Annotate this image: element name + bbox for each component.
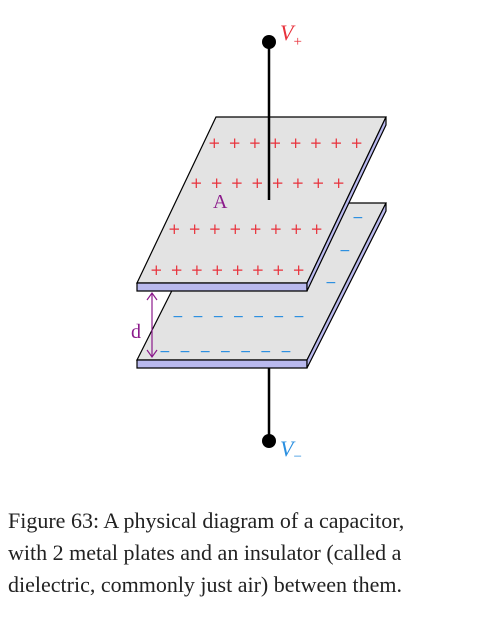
v-minus-terminal [262,434,276,448]
capacitor-diagram: − − − − − − − − − − − − − − − − − + + + … [131,20,387,465]
top-plate-charges-row-4: + + + + + + + + [150,261,306,279]
bottom-plate-charges-row-1: − − − − − − − [172,309,307,325]
top-plate-charges-row-2: + + + + + + + + [190,174,346,192]
distance-label: d [131,321,141,343]
bottom-plate-edge-charge-2: − [339,243,351,259]
v-plus-label: V+ [280,20,302,50]
bottom-plate-charges-row-2: − − − − − − − [159,344,294,360]
distance-arrow [146,291,158,359]
top-plate [136,116,387,292]
top-plate-charges-row-1: + + + + + + + + [208,134,364,152]
caption-line-2: with 2 metal plates and an insulator (ca… [8,540,402,565]
top-plate-charges-row-3: + + + + + + + + [168,220,324,238]
caption-line-3: dielectric, commonly just air) between t… [8,572,403,597]
area-label: A [213,191,228,213]
bottom-plate-edge-charge-1: − [352,210,364,226]
bottom-plate-edge-charge-3: − [325,275,337,291]
v-minus-label: V− [280,436,302,465]
figure-caption: Figure 63: A physical diagram of a capac… [8,505,498,601]
caption-line-1: Figure 63: A physical diagram of a capac… [8,508,405,533]
v-plus-terminal [262,35,276,49]
